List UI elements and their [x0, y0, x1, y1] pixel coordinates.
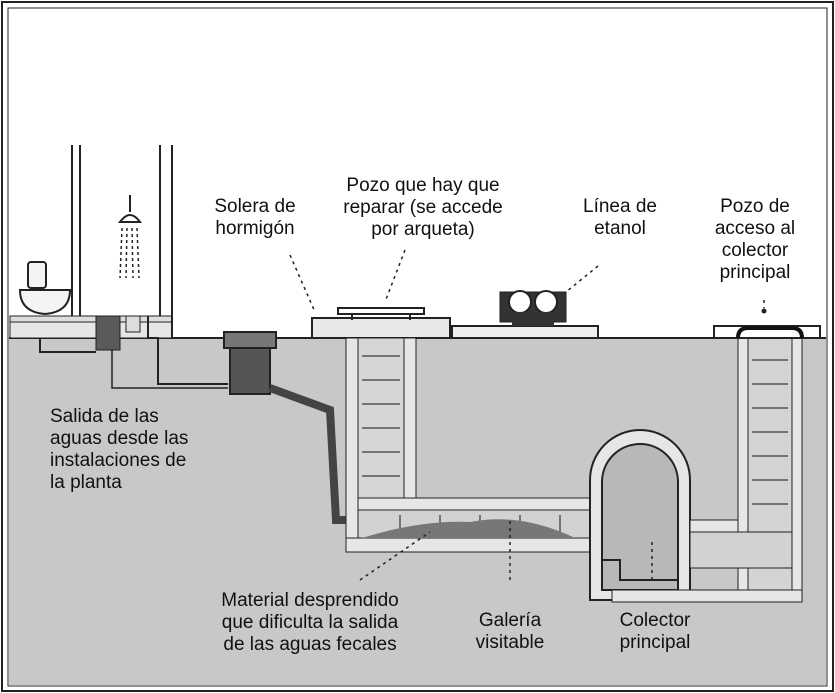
sediment [362, 519, 575, 538]
label-solera: Solera de hormigón [214, 196, 296, 239]
concrete-slab [311, 317, 451, 339]
building [9, 145, 173, 351]
label-material: Material desprendido que dificulta la sa… [221, 590, 399, 655]
shower-icon [118, 195, 142, 279]
registry-box [223, 331, 277, 395]
leader-lines [289, 249, 765, 581]
ethanol-line [451, 290, 599, 339]
label-linea-etanol: Línea de etanol [583, 196, 657, 239]
gallery-structure [345, 325, 821, 603]
label-pozo-reparar: Pozo que hay que reparar (se accede por … [343, 175, 503, 240]
toilet-icon [18, 261, 72, 316]
label-galeria: Galería visitable [475, 610, 545, 653]
label-pozo-acceso: Pozo de acceso al colector principal [714, 196, 796, 283]
label-colector: Colector principal [619, 610, 691, 653]
label-salida: Salida de las aguas desde las instalacio… [50, 406, 189, 493]
outlet-pipes [39, 316, 228, 389]
brick-lines [362, 355, 788, 533]
